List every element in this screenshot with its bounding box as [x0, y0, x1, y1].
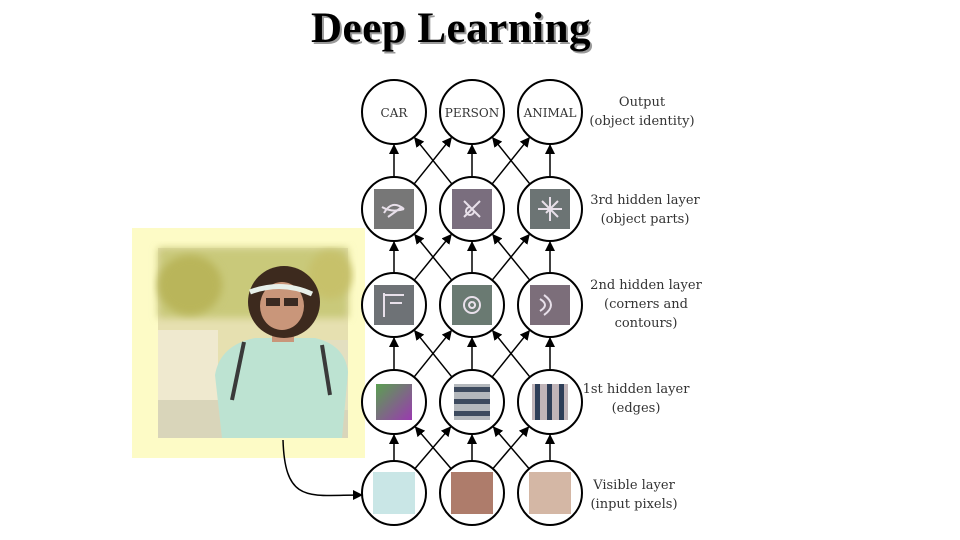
connection-hidden1-1-to-hidden2-0	[414, 329, 453, 378]
photo-to-input-arrow	[282, 439, 363, 501]
connection-hidden2-2-to-hidden3-1	[492, 233, 531, 281]
node-hidden3-2	[439, 176, 505, 242]
connection-hidden3-1-to-output-0	[414, 136, 453, 185]
node-output-1: CAR	[361, 79, 427, 145]
slide-title: Deep Learning	[310, 5, 592, 52]
node-visible-1	[361, 460, 427, 526]
output-label-2: PERSON	[445, 106, 499, 120]
node-hidden3-3	[517, 176, 583, 242]
node-hidden1-2	[439, 369, 505, 435]
output-label-1: CAR	[381, 106, 409, 120]
connection-visible-1-to-hidden1-0	[414, 426, 452, 470]
connection-hidden2-1-to-hidden3-0	[414, 233, 453, 281]
node-hidden1-1	[361, 369, 427, 435]
output-label-3: ANIMAL	[523, 106, 577, 120]
node-output-2: PERSON	[439, 79, 505, 145]
connections	[389, 136, 555, 470]
connection-hidden1-2-to-hidden2-1	[492, 329, 531, 378]
node-visible-2	[439, 460, 505, 526]
nodes: CAR PERSON ANIMAL	[361, 79, 583, 526]
node-hidden1-3	[517, 369, 583, 435]
layer-label-output: Output(object identity)	[589, 95, 695, 129]
layer-label-visible: Visible layer(input pixels)	[590, 478, 678, 512]
node-visible-3	[517, 460, 583, 526]
person-photo	[158, 248, 352, 438]
node-hidden3-1	[361, 176, 427, 242]
layer-label-hidden1: 1st hidden layer(edges)	[582, 382, 690, 416]
connection-visible-2-to-hidden1-1	[492, 426, 530, 470]
node-output-3: ANIMAL	[517, 79, 583, 145]
layer-label-hidden3: 3rd hidden layer(object parts)	[590, 193, 700, 227]
node-hidden2-1	[361, 272, 427, 338]
connection-hidden3-2-to-output-1	[492, 136, 531, 185]
node-hidden2-2	[439, 272, 505, 338]
node-hidden2-3	[517, 272, 583, 338]
input-photo	[132, 228, 365, 458]
